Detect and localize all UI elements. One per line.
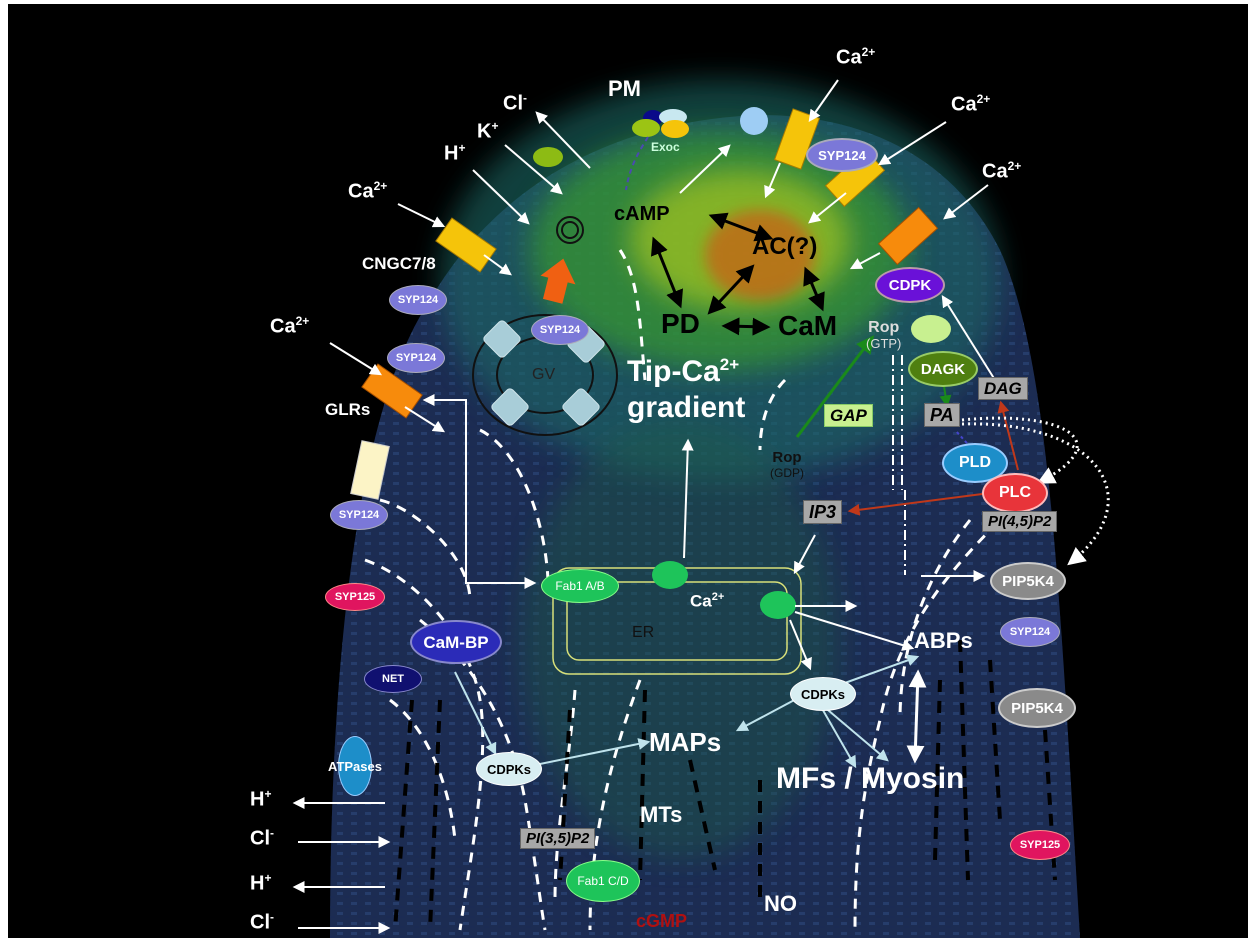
cdpks-oval-right: CDPKs bbox=[790, 677, 856, 711]
label-ca-top2: Ca2+ bbox=[951, 92, 991, 116]
label-cngc: CNGC7/8 bbox=[362, 254, 436, 273]
syp124-glr: SYP124 bbox=[330, 500, 388, 530]
label-ip3: IP3 bbox=[803, 500, 843, 524]
label-ca-left: Ca2+ bbox=[348, 179, 388, 203]
label-gv: GV bbox=[532, 366, 556, 383]
channel-ca-top1 bbox=[773, 108, 821, 170]
label-mts: MTs bbox=[640, 802, 683, 827]
channel-ca-left bbox=[435, 217, 497, 273]
label-pi35p2: PI(3,5)P2 bbox=[520, 828, 596, 849]
cdpks-oval-left: CDPKs bbox=[476, 752, 542, 786]
label-ca-glr: Ca2+ bbox=[270, 314, 310, 338]
label-tip-ca-gradient: Tip-Ca2+gradient bbox=[627, 355, 746, 424]
arrow-cl-out bbox=[535, 111, 591, 169]
atpases-oval: ATPases bbox=[328, 736, 382, 796]
label-k: K+ bbox=[477, 119, 499, 143]
gv-vesicles bbox=[483, 320, 605, 426]
syp124-cngc: SYP124 bbox=[389, 285, 447, 315]
label-ca-er: Ca2+ bbox=[690, 591, 725, 611]
label-pi45p2: PI(4,5)P2 bbox=[982, 511, 1058, 532]
label-maps: MAPs bbox=[649, 727, 722, 757]
syp124-left-mid: SYP124 bbox=[387, 343, 445, 373]
label-mfs-myosin: MFs / Myosin bbox=[776, 762, 965, 795]
label-glrs: GLRs bbox=[325, 400, 371, 419]
label-ac: AC(?) bbox=[752, 233, 818, 260]
syp124-gv: SYP124 bbox=[531, 315, 589, 345]
microtubule-dashes bbox=[393, 639, 1057, 931]
camb-oval: CaM-BP bbox=[410, 620, 502, 664]
pip5k4-oval-top: PIP5K4 bbox=[990, 562, 1066, 600]
label-abps: ABPs bbox=[914, 628, 973, 653]
er-channel-top bbox=[652, 561, 688, 589]
syp124-right: SYP124 bbox=[1000, 617, 1060, 647]
label-dag: DAG bbox=[978, 377, 1028, 400]
label-cgmp: cGMP bbox=[636, 911, 688, 931]
dagk-oval: DAGK bbox=[908, 351, 978, 387]
vesicle-green-small bbox=[533, 147, 563, 167]
label-pd: PD bbox=[661, 308, 700, 339]
label-exoc: Exoc bbox=[651, 140, 680, 154]
label-cl-bottom2: Cl- bbox=[250, 910, 274, 934]
label-camp: cAMP bbox=[614, 203, 670, 225]
exoc-green bbox=[632, 119, 660, 137]
pip5k4-oval-bottom: PIP5K4 bbox=[998, 688, 1076, 728]
vesicle-ring bbox=[556, 216, 584, 244]
fab1cd-oval: Fab1 C/D bbox=[566, 860, 640, 902]
label-ca-top3: Ca2+ bbox=[982, 159, 1022, 183]
atpases-label: ATPases bbox=[328, 758, 382, 774]
channel-glr-pale bbox=[350, 440, 390, 500]
er-channel-right bbox=[760, 591, 796, 619]
label-pa: PA bbox=[924, 403, 960, 427]
fab1ab-oval: Fab1 A/B bbox=[541, 569, 619, 603]
plc-oval: PLC bbox=[982, 473, 1048, 513]
syp124-top-right: SYP124 bbox=[806, 138, 878, 172]
syp125-right: SYP125 bbox=[1010, 830, 1070, 860]
label-er: ER bbox=[632, 624, 655, 641]
label-gap: GAP bbox=[824, 404, 873, 427]
label-rop-gdp: Rop(GDP) bbox=[770, 449, 804, 480]
net-oval: NET bbox=[364, 665, 422, 693]
channel-ca-top3 bbox=[877, 206, 939, 266]
channel-ca-glr bbox=[361, 363, 423, 419]
label-rop-gtp: Rop(GTP) bbox=[866, 319, 902, 351]
pld-oval: PLD bbox=[942, 443, 1008, 483]
label-h-bottom1: H+ bbox=[250, 787, 272, 811]
label-cl-top: Cl- bbox=[503, 91, 527, 115]
label-cam: CaM bbox=[778, 310, 838, 341]
rop-gtp-vesicle bbox=[911, 315, 951, 343]
vesicle-blue bbox=[740, 107, 768, 135]
label-cl-bottom1: Cl- bbox=[250, 826, 274, 850]
label-pm: PM bbox=[608, 76, 641, 101]
orange-arrow bbox=[540, 258, 576, 304]
exoc-yellow bbox=[661, 120, 689, 138]
cdpk-oval: CDPK bbox=[875, 267, 945, 303]
label-ca-top1: Ca2+ bbox=[836, 45, 876, 69]
label-h-bottom2: H+ bbox=[250, 871, 272, 895]
label-no: NO bbox=[764, 891, 797, 916]
syp125-left: SYP125 bbox=[325, 583, 385, 611]
label-h-top: H+ bbox=[444, 141, 466, 165]
